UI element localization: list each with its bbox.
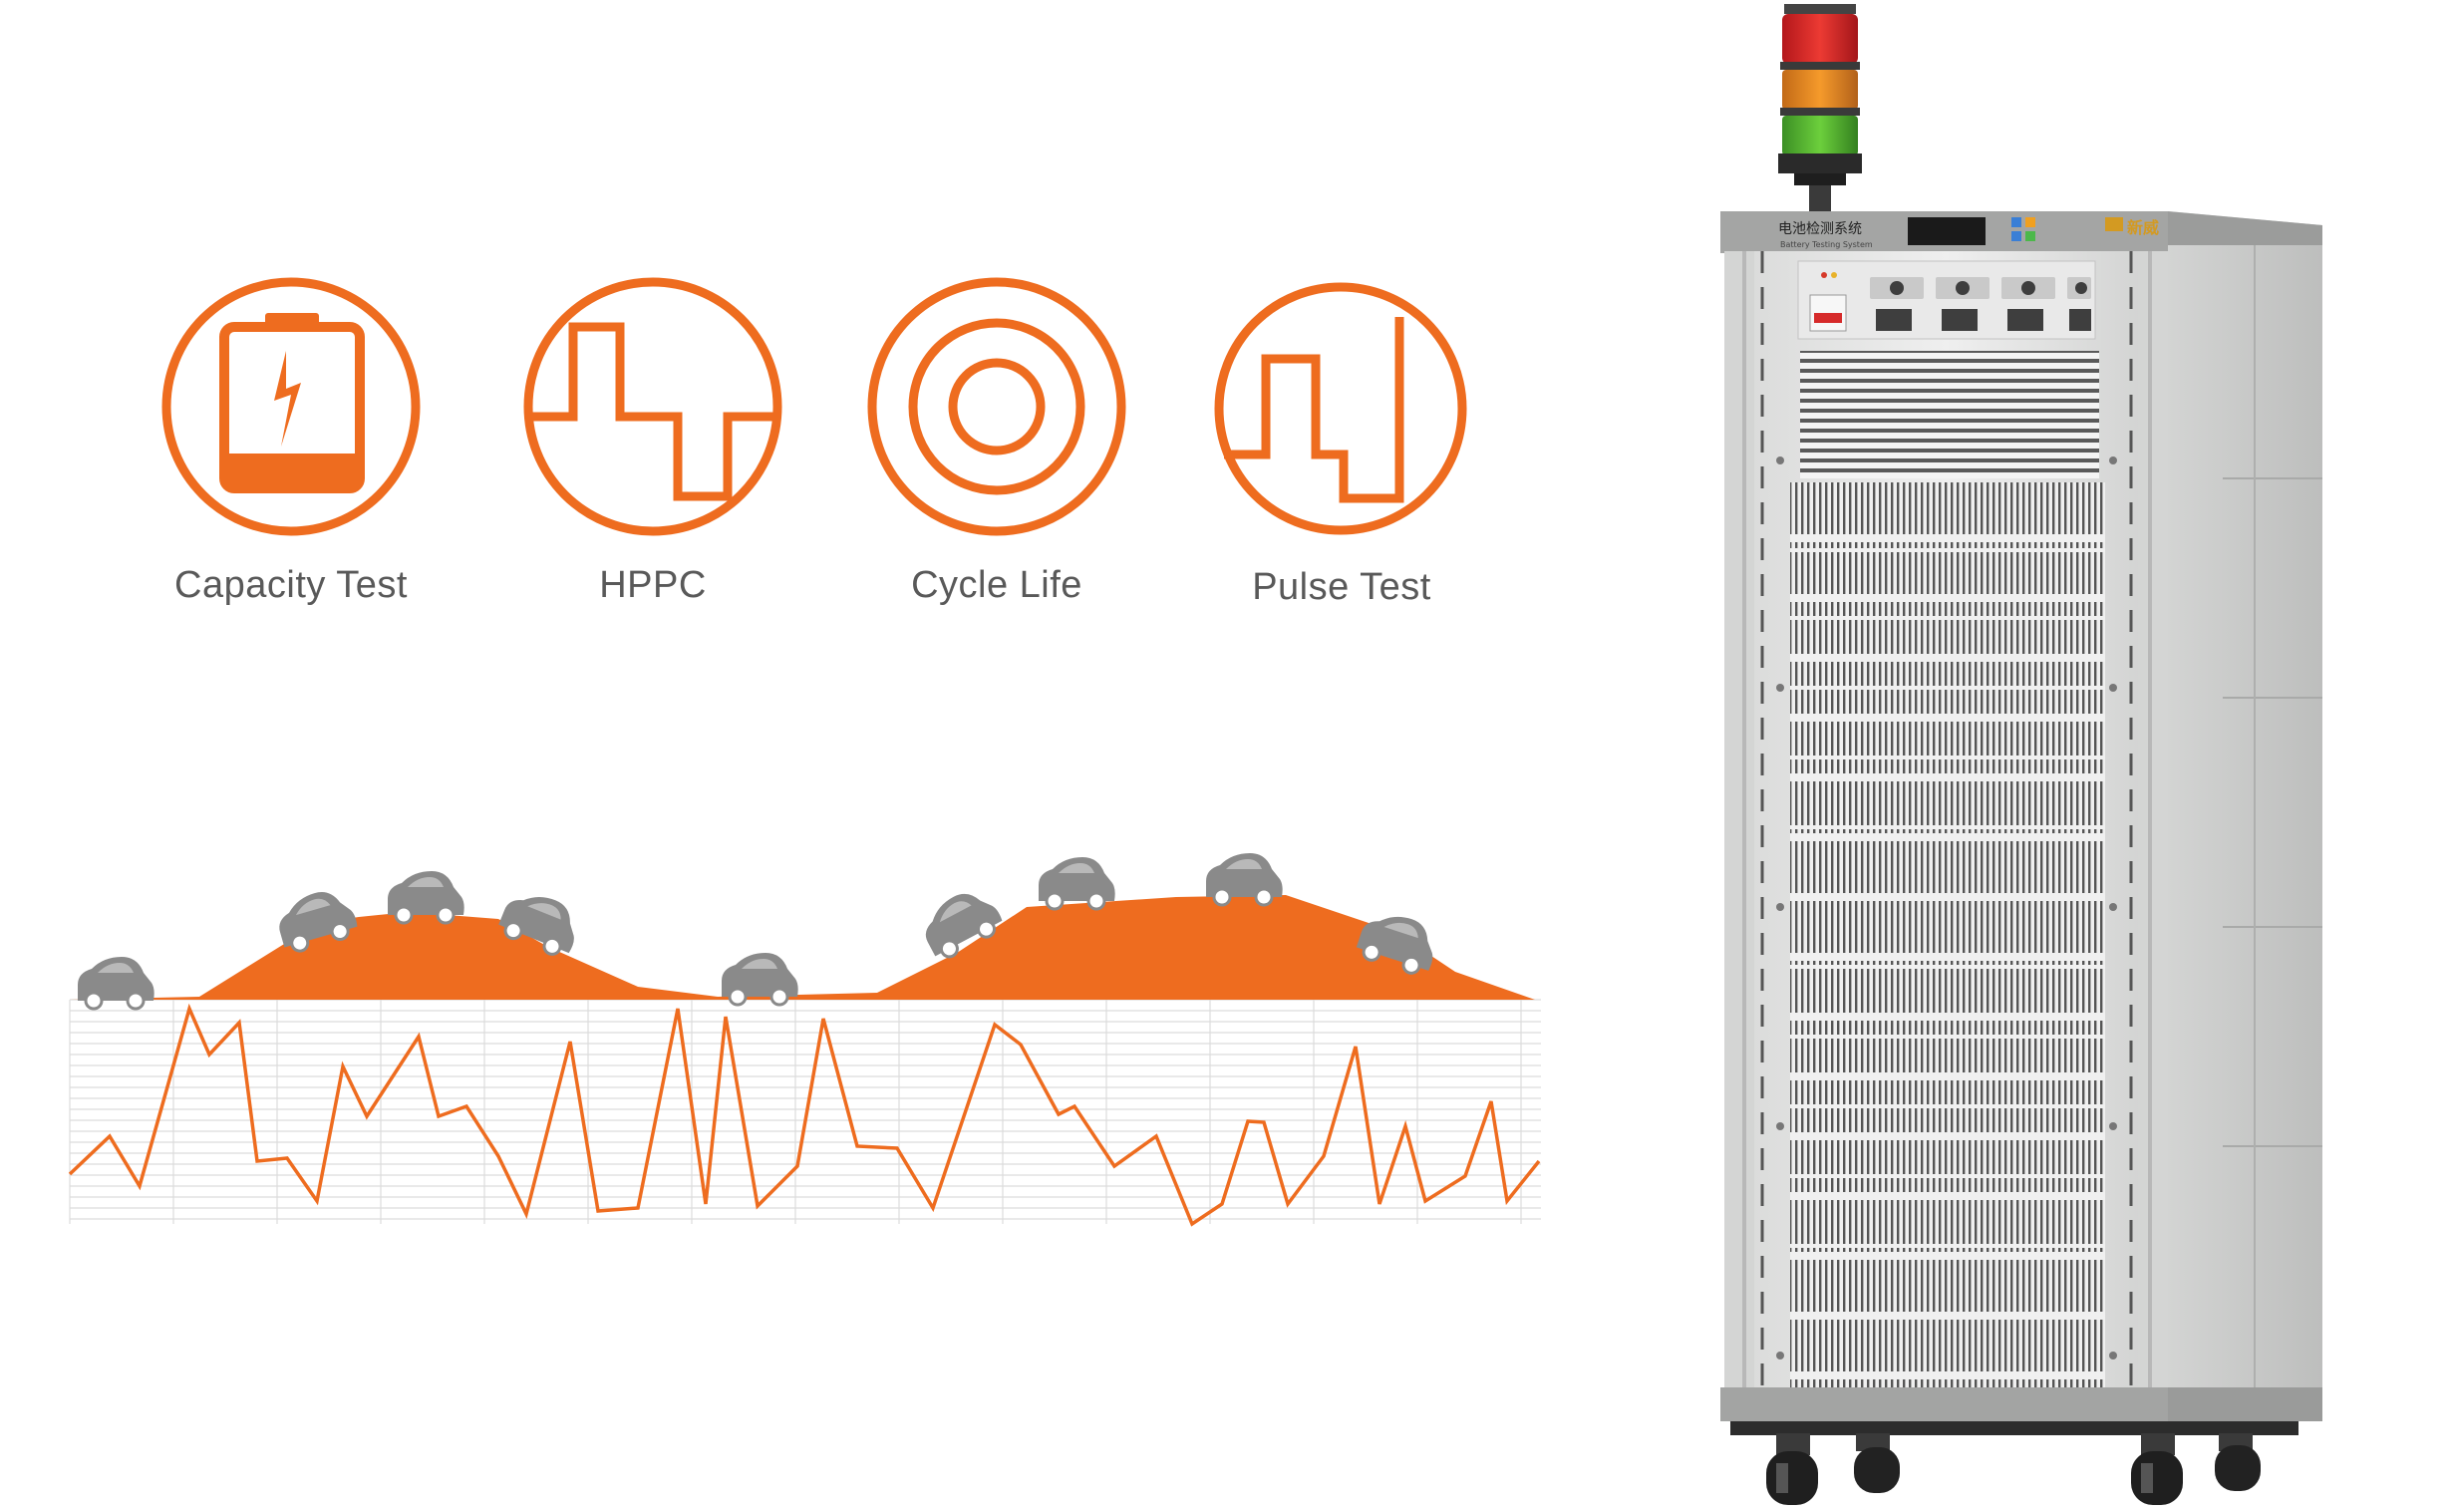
cycle-life-label: Cycle Life	[911, 564, 1082, 606]
pulse-waveform-icon	[1214, 282, 1467, 535]
car-icon	[1037, 855, 1117, 911]
hppc-label: HPPC	[599, 564, 707, 606]
concentric-circles-icon	[867, 277, 1126, 536]
pulse-test-label: Pulse Test	[1252, 566, 1431, 608]
signal-waveform	[68, 1003, 1541, 1227]
chart-grid	[69, 999, 1541, 1224]
car-icon	[76, 955, 156, 1011]
caster-wheels	[1766, 1433, 2261, 1505]
brand-logo: 新威	[2127, 218, 2159, 237]
machine-name-cn: 电池检测系统	[1778, 221, 1862, 237]
hppc-waveform-icon	[523, 277, 782, 536]
display-panel	[1908, 217, 1986, 245]
terrain-hills	[70, 895, 1535, 1000]
machine-name-en: Battery Testing System	[1780, 240, 1873, 249]
battery-charging-icon	[161, 277, 421, 536]
battery-tester-cabinet: 电池检测系统 Battery Testing System 新威	[1720, 4, 2322, 1505]
capacity-test-label: Capacity Test	[174, 564, 408, 606]
signal-tower-light	[1778, 4, 1862, 211]
